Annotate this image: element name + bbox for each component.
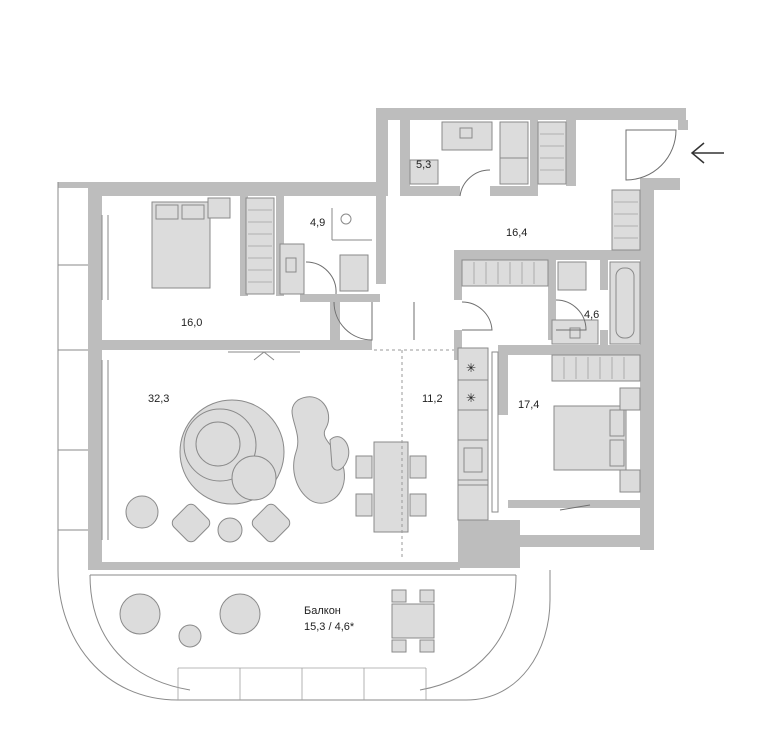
- bathroom-top-fixtures: [409, 121, 529, 185]
- doors: [305, 129, 677, 511]
- bed-right: [553, 387, 641, 493]
- room-labels: 5,3 4,9 16,4 16,0 4,6 32,3 11,2 17,4 Бал…: [148, 159, 599, 633]
- bed-left: [151, 197, 231, 289]
- svg-text:✳: ✳: [466, 361, 476, 375]
- room-area-bedroom-left: 16,0: [181, 317, 202, 329]
- balcony-area: 15,3 / 4,6*: [304, 621, 355, 633]
- arrow-left-icon: [690, 142, 724, 164]
- bathroom-right-fixtures: [551, 261, 641, 345]
- bathroom-small-fixtures: [279, 208, 372, 295]
- kitchen-counter: ✳ ✳: [457, 347, 499, 521]
- room-area-living-room: 32,3: [148, 393, 169, 405]
- exterior-walls: [57, 108, 688, 570]
- room-area-hallway: 16,4: [506, 227, 527, 239]
- room-area-bathroom-top: 5,3: [416, 159, 431, 171]
- room-area-bedroom-right: 17,4: [518, 399, 539, 411]
- balcony-label: Балкон: [304, 605, 341, 617]
- room-area-bathroom-right: 4,6: [584, 309, 599, 321]
- wardrobes: [245, 121, 641, 382]
- room-area-bathroom-small: 4,9: [310, 217, 325, 229]
- living-furniture: [125, 349, 454, 560]
- balcony: [57, 569, 551, 701]
- room-area-kitchen: 11,2: [422, 393, 443, 405]
- svg-text:✳: ✳: [466, 391, 476, 405]
- left-windows: [101, 215, 109, 540]
